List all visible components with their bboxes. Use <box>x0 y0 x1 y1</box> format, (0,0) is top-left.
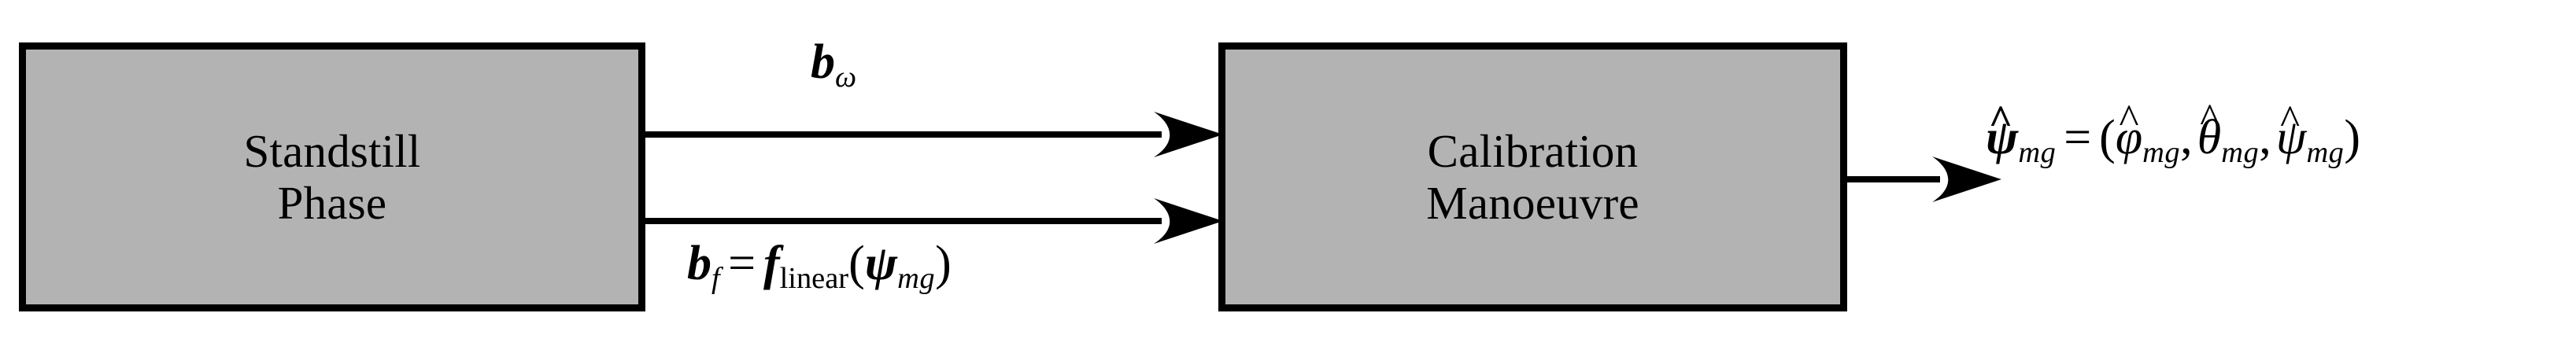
hat-accent-icon: ^ <box>2280 96 2301 144</box>
block-calibration-manoeuvre-line2: Manoeuvre <box>1426 177 1639 229</box>
hat-accent-icon: ^ <box>2119 95 2139 143</box>
connector-label-accel-bias: bf=flinear(ψmg) <box>687 236 952 296</box>
subscript-omega: ω <box>835 60 857 94</box>
connector-accel-bias-line <box>645 218 1162 224</box>
block-calibration-manoeuvre-line1: Calibration <box>1427 124 1639 177</box>
symbol-phi: φ <box>2115 111 2143 164</box>
subscript-mg: mg <box>2221 135 2260 169</box>
close-paren: ) <box>2344 111 2361 164</box>
block-standstill-phase-line2: Phase <box>277 177 387 229</box>
connector-gyro-bias-line <box>645 131 1162 138</box>
open-paren: ( <box>848 237 865 290</box>
connector-attitude-output-line <box>1846 176 1940 182</box>
equals-sign: = <box>728 237 756 290</box>
symbol-b: b <box>687 237 711 290</box>
subscript-f: f <box>711 261 721 295</box>
symbol-psi: ψ <box>1986 111 2019 164</box>
symbol-theta-hat: ^θ <box>2197 97 2222 166</box>
comma-separator: , <box>2180 111 2193 164</box>
subscript-mg: mg <box>2306 135 2345 169</box>
hat-accent-icon: ^ <box>1988 96 2013 144</box>
symbol-psi: ψ <box>2275 111 2307 164</box>
comma-separator: , <box>2259 111 2271 164</box>
hat-accent-icon: ^ <box>2200 94 2220 142</box>
block-calibration-manoeuvre[interactable]: Calibration Manoeuvre <box>1218 42 1847 311</box>
subscript-mg: mg <box>897 261 936 295</box>
symbol-psi: ψ <box>864 237 898 290</box>
symbol-f-function: f <box>763 237 780 290</box>
symbol-b: b <box>811 35 835 89</box>
subscript-mg: mg <box>2018 135 2057 169</box>
close-paren: ) <box>935 237 952 290</box>
subscript-linear: linear <box>779 261 849 295</box>
symbol-psi-hat-vector: ^ψ <box>1986 98 2019 166</box>
symbol-psi-hat: ^ψ <box>2275 98 2307 166</box>
connector-label-gyro-bias: bω <box>811 35 857 94</box>
equals-sign: = <box>2064 111 2092 164</box>
subscript-mg: mg <box>2142 135 2181 169</box>
open-paren: ( <box>2099 111 2116 164</box>
block-standstill-phase[interactable]: Standstill Phase <box>19 42 645 311</box>
connector-label-attitude-output: ^ψmg=(^φmg,^θmg,^ψmg) <box>1986 97 2361 170</box>
symbol-phi-hat: ^φ <box>2115 98 2143 166</box>
block-standstill-phase-line1: Standstill <box>243 124 421 177</box>
symbol-theta: θ <box>2197 111 2222 164</box>
